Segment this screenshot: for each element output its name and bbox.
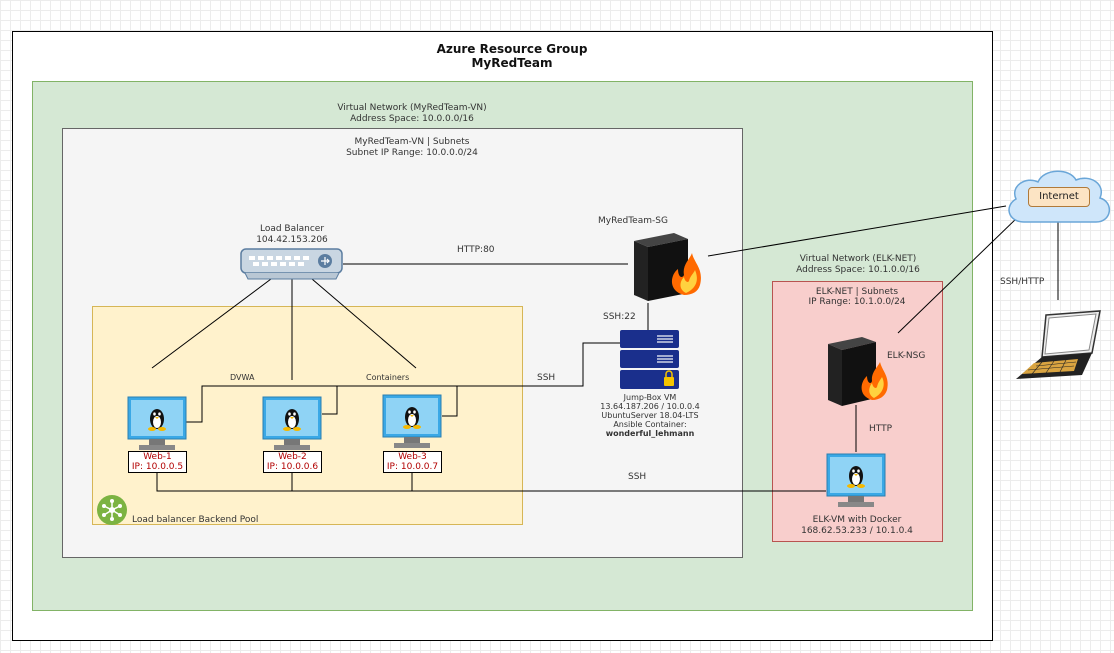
subnet-red-title: MyRedTeam-VN | Subnets bbox=[354, 137, 470, 147]
jumpbox-container-heading: Ansible Container: bbox=[613, 420, 687, 429]
internet-label-box bbox=[1028, 187, 1090, 207]
load-balancer-title: Load Balancer bbox=[259, 224, 325, 234]
backend-pool-icon bbox=[97, 495, 127, 525]
web-2-name: Web-2 bbox=[278, 452, 307, 462]
vnet-red-title: Virtual Network (MyRedTeam-VN) bbox=[337, 103, 487, 113]
internet-label: Internet bbox=[1039, 191, 1079, 202]
resource-group-name: MyRedTeam bbox=[471, 56, 553, 70]
vnet-red-address: Address Space: 10.0.0.0/16 bbox=[350, 114, 474, 124]
web-2-label: Web-2 IP: 10.0.0.6 bbox=[263, 451, 322, 473]
jumpbox-ips: 13.64.187.206 / 10.0.0.4 bbox=[600, 402, 700, 411]
resource-group-title: Azure Resource Group bbox=[436, 42, 588, 56]
link-http-label: HTTP bbox=[869, 424, 893, 434]
web-1-ip: IP: 10.0.0.5 bbox=[131, 462, 184, 472]
subnet-elk-title: ELK-NET | Subnets bbox=[815, 287, 899, 297]
web-3-monitor-icon bbox=[382, 394, 442, 448]
link-ssh-http-label: SSH/HTTP bbox=[1000, 277, 1045, 287]
web-1-label: Web-1 IP: 10.0.0.5 bbox=[128, 451, 187, 473]
elk-firewall-icon bbox=[828, 337, 888, 406]
link-dvwa-label: DVWA bbox=[230, 373, 255, 382]
web-1-monitor-icon bbox=[127, 396, 187, 450]
link-elk-ssh-label: SSH bbox=[628, 472, 647, 482]
subnet-elk-range: IP Range: 10.1.0.0/24 bbox=[808, 297, 906, 307]
jumpbox-title: Jump-Box VM bbox=[623, 393, 677, 402]
link-ssh-label: SSH bbox=[537, 373, 556, 383]
load-balancer-ip: 104.42.153.206 bbox=[256, 235, 328, 245]
backend-pool-label: Load balancer Backend Pool bbox=[132, 515, 259, 525]
web-1-name: Web-1 bbox=[143, 452, 172, 462]
elk-vm-monitor-icon bbox=[826, 453, 886, 507]
nsg-elk-label: ELK-NSG bbox=[887, 351, 926, 361]
web-3-ip: IP: 10.0.0.7 bbox=[386, 462, 439, 472]
web-2-ip: IP: 10.0.0.6 bbox=[266, 462, 319, 472]
web-3-label: Web-3 IP: 10.0.0.7 bbox=[383, 451, 442, 473]
subnet-red-range: Subnet IP Range: 10.0.0.0/24 bbox=[346, 148, 478, 158]
web-3-name: Web-3 bbox=[398, 452, 427, 462]
jumpbox-container-name: wonderful_lehmann bbox=[605, 429, 695, 438]
jumpbox-os: UbuntuServer 18.04-LTS bbox=[601, 411, 699, 420]
load-balancer-icon bbox=[240, 248, 343, 280]
firewall-icon bbox=[634, 233, 701, 301]
elk-vm-ips: 168.62.53.233 / 10.1.0.4 bbox=[801, 526, 913, 536]
link-containers-label: Containers bbox=[366, 373, 410, 382]
server-icon bbox=[620, 330, 679, 389]
nsg-red-label: MyRedTeam-SG bbox=[598, 216, 668, 226]
vnet-elk-title: Virtual Network (ELK-NET) bbox=[799, 254, 917, 264]
link-http80-label: HTTP:80 bbox=[457, 245, 495, 255]
link-ssh22-label: SSH:22 bbox=[603, 312, 636, 322]
web-2-monitor-icon bbox=[262, 396, 322, 450]
vnet-elk-address: Address Space: 10.1.0.0/16 bbox=[796, 265, 920, 275]
elk-vm-title: ELK-VM with Docker bbox=[812, 515, 902, 525]
laptop-icon bbox=[1016, 310, 1101, 379]
